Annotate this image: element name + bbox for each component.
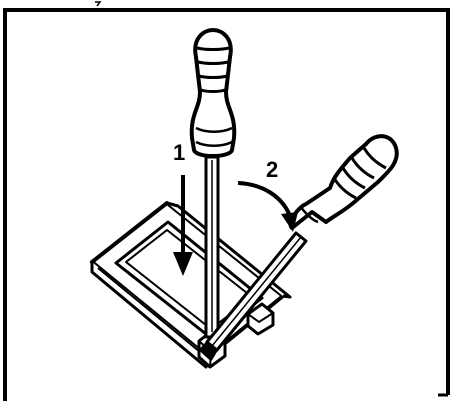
- vertical-screwdriver: [189, 28, 237, 339]
- step-2-label: 2: [266, 157, 278, 182]
- pry-rotation-arrow: [237, 181, 298, 232]
- step-1-label: 1: [173, 140, 185, 165]
- module-device: [90, 201, 292, 369]
- push-down-arrow: [173, 175, 193, 276]
- figure-frame: [3, 1, 450, 401]
- angled-screwdriver: [199, 134, 399, 361]
